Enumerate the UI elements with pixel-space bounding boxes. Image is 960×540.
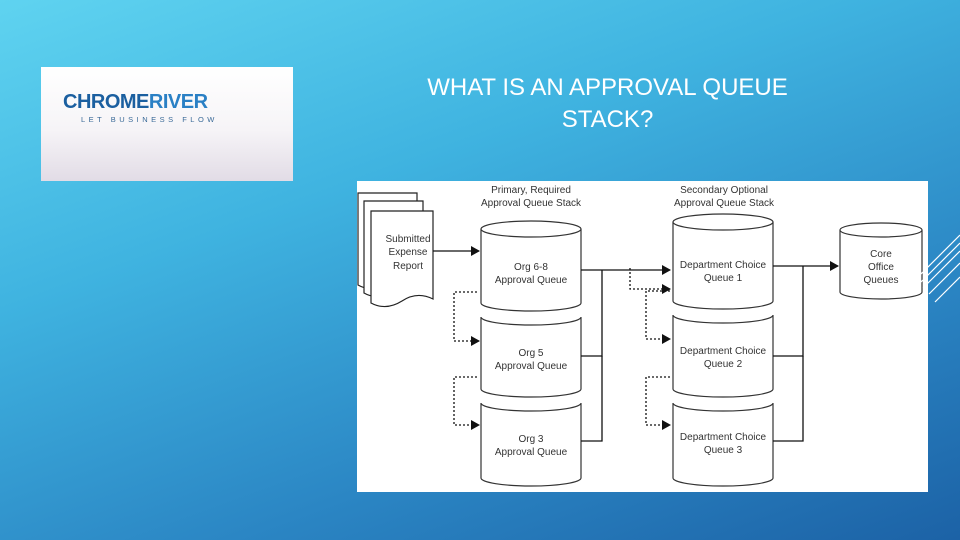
secondary-queue-cylinder-2 <box>672 314 774 398</box>
core-office-queues-cylinder <box>839 222 923 300</box>
slide-title-line-2: STACK? <box>561 106 654 133</box>
solid-flow-connectors <box>433 246 839 442</box>
primary-queue-cylinder-2 <box>480 316 582 398</box>
decorative-lines-graphic <box>915 234 960 303</box>
secondary-queue-1-line-2: Queue 1 <box>704 273 743 284</box>
slide-title: WHAT IS AN APPROVAL QUEUE STACK? <box>380 72 835 136</box>
primary-queue-2-line-1: Org 5 <box>518 348 543 359</box>
primary-queue-2-line-2: Approval Queue <box>495 361 568 372</box>
diagram-canvas: Submitted Expense Report Primary, Requir… <box>357 185 923 487</box>
secondary-queue-3-line-2: Queue 3 <box>704 445 743 456</box>
core-label-line-1: Core <box>870 249 892 260</box>
primary-header-line-1: Primary, Required <box>491 185 571 196</box>
doc-label-line-3: Report <box>393 261 423 272</box>
primary-queue-cylinder-3 <box>480 402 582 487</box>
secondary-header-line-1: Secondary Optional <box>680 185 768 196</box>
logo-tagline: LET BUSINESS FLOW <box>81 115 218 124</box>
secondary-queue-cylinder-3 <box>672 402 774 487</box>
primary-header-line-2: Approval Queue Stack <box>481 198 582 209</box>
logo-wordmark: CHROMERIVER <box>63 91 208 114</box>
secondary-queue-3-line-1: Department Choice <box>680 432 767 443</box>
submitted-expense-report-document <box>357 192 434 308</box>
secondary-header-line-2: Approval Queue Stack <box>674 198 775 209</box>
secondary-queue-1-line-1: Department Choice <box>680 260 767 271</box>
secondary-queue-stack <box>672 213 774 487</box>
core-label-line-3: Queues <box>863 275 898 286</box>
primary-queue-3-line-2: Approval Queue <box>495 447 568 458</box>
secondary-queue-2-line-1: Department Choice <box>680 346 767 357</box>
secondary-queue-2-line-2: Queue 2 <box>704 359 743 370</box>
core-label-line-2: Office <box>868 262 894 273</box>
dotted-feedback-arrows <box>453 268 671 430</box>
doc-label-line-1: Submitted <box>385 234 430 245</box>
doc-label-line-2: Expense <box>389 247 428 258</box>
logo-word-chrome: CHROME <box>63 91 149 113</box>
secondary-queue-cylinder-1 <box>672 222 774 310</box>
primary-queue-1-line-2: Approval Queue <box>495 275 568 286</box>
chrome-river-logo: CHROMERIVER LET BUSINESS FLOW <box>41 67 293 181</box>
primary-queue-cylinder-1 <box>480 229 582 312</box>
approval-queue-diagram: Submitted Expense Report Primary, Requir… <box>357 181 928 492</box>
primary-queue-stack <box>480 220 582 487</box>
primary-queue-1-line-1: Org 6-8 <box>514 262 548 273</box>
logo-word-river: RIVER <box>148 91 208 113</box>
slide-title-line-1: WHAT IS AN APPROVAL QUEUE <box>427 74 788 101</box>
primary-queue-3-line-1: Org 3 <box>518 434 543 445</box>
